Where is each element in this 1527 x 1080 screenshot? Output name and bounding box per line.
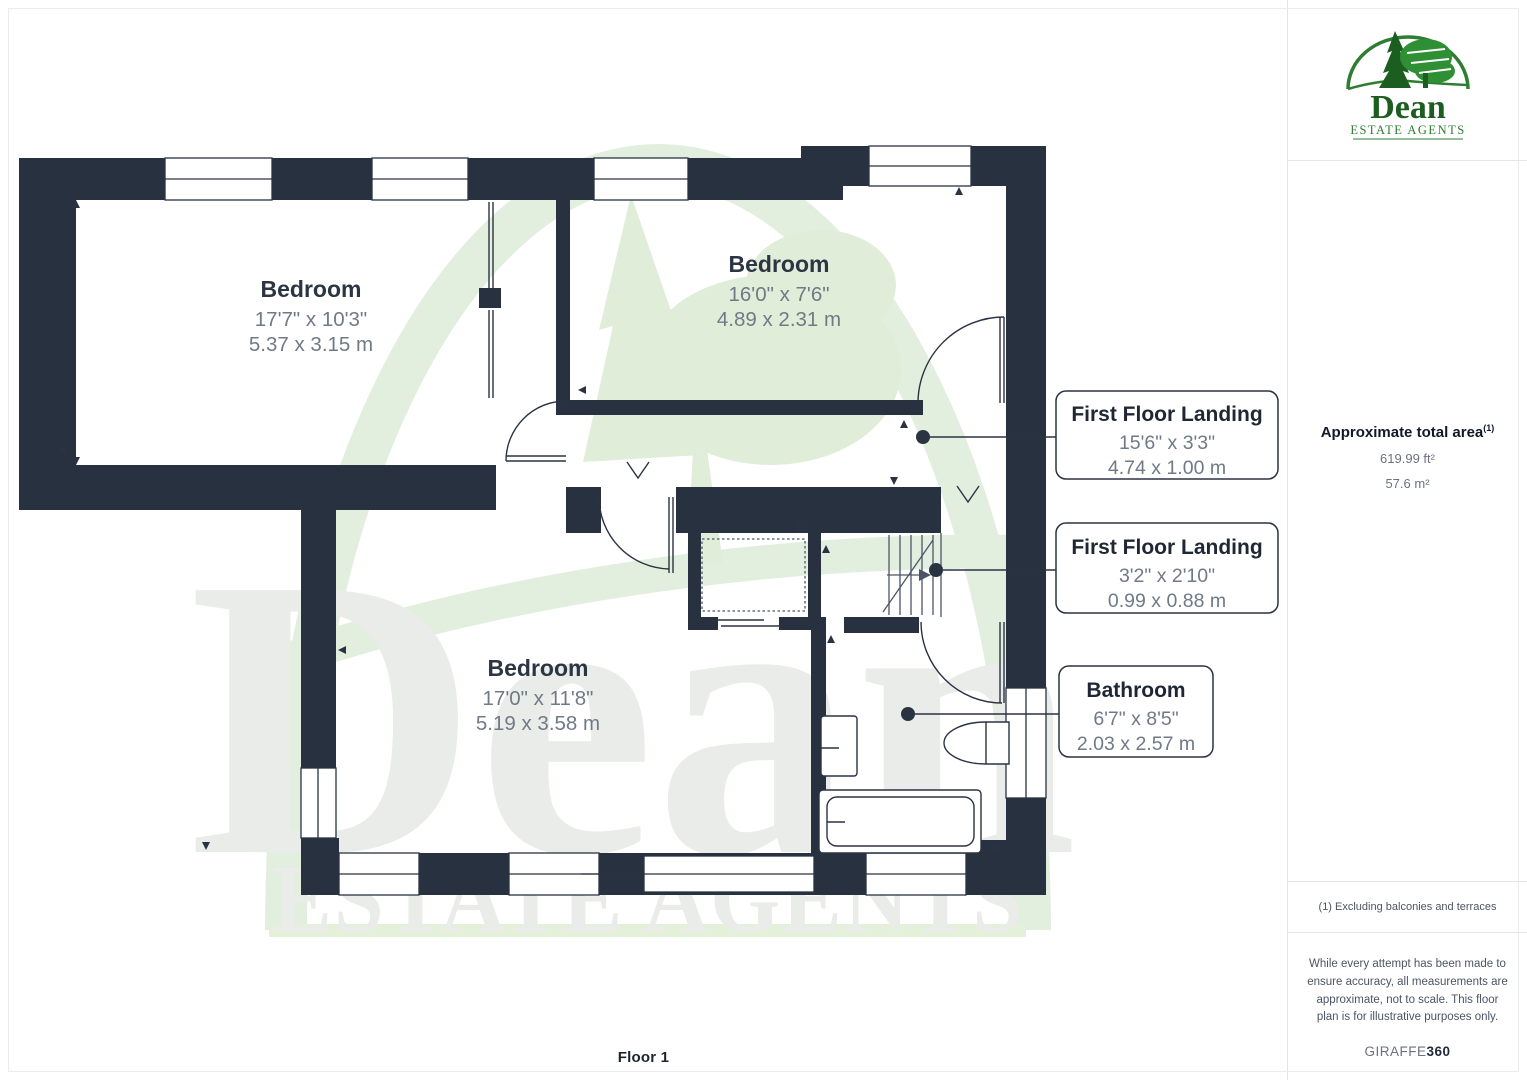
toilet-fixture <box>820 715 858 777</box>
room-labels: Bedroom 17'7" x 10'3" 5.37 x 3.15 m Bedr… <box>249 251 841 735</box>
watermark-tree <box>583 195 901 565</box>
bathtub-fixture <box>818 789 982 854</box>
watermark-hill-swoosh <box>287 534 1022 675</box>
wall-notch <box>843 186 1006 200</box>
disclaimer-text: While every attempt has been made to ens… <box>1307 958 1508 1024</box>
room-imperial: 17'7" x 10'3" <box>255 308 367 331</box>
room-name: Bedroom <box>261 276 362 302</box>
giraffe360-suffix: 360 <box>1426 1044 1451 1060</box>
logo-tagline: ESTATE AGENTS <box>1350 123 1465 137</box>
sink-fixture <box>943 721 1010 765</box>
callout-first-floor-landing-2: First Floor Landing 3'2" x 2'10" 0.99 x … <box>929 522 1279 614</box>
floor-label: Floor 1 <box>617 1049 670 1066</box>
watermark-green-bar <box>269 924 1026 937</box>
measure-arrows <box>58 187 1003 852</box>
giraffe360-brand: GIRAFFE360 <box>1305 1044 1510 1059</box>
dean-estate-agents-logo: Dean ESTATE AGENTS <box>1345 31 1470 140</box>
footnote: (1) Excluding balconies and terraces <box>1288 881 1527 932</box>
callout-dot <box>901 707 915 721</box>
callout-title: First Floor Landing <box>1071 403 1262 426</box>
room-imperial: 17'0" x 11'8" <box>483 687 594 710</box>
callout-title: First Floor Landing <box>1071 536 1262 559</box>
disclaimer-section: While every attempt has been made to ens… <box>1288 932 1527 1080</box>
room-name: Bedroom <box>729 251 830 277</box>
room-metric: 4.89 x 2.31 m <box>717 308 841 331</box>
opening-chevron-down <box>626 461 650 480</box>
area-title-text: Approximate total area <box>1320 424 1484 441</box>
area-section: Approximate total area(1) 619.99 ft² 57.… <box>1288 161 1527 881</box>
callout-first-floor-landing-1: First Floor Landing 15'6" x 3'3" 4.74 x … <box>916 390 1279 480</box>
floorplan-svg: Dean ESTATE AGENTS <box>19 144 1279 952</box>
sidebar: Dean ESTATE AGENTS Approximate total are… <box>1287 0 1527 1080</box>
area-imperial: 619.99 ft² <box>1380 451 1435 466</box>
callout-imperial: 6'7" x 8'5" <box>1093 708 1178 730</box>
room-label-bedroom-2: Bedroom 16'0" x 7'6" 4.89 x 2.31 m <box>717 251 841 331</box>
doors <box>488 202 1005 704</box>
opening-chevron-down <box>956 485 980 504</box>
floorplan-page: Dean ESTATE AGENTS <box>19 144 1279 1066</box>
logo-ground-curve <box>1347 79 1468 91</box>
cupboard <box>701 538 806 612</box>
logo-section: Dean ESTATE AGENTS <box>1288 0 1527 161</box>
room-metric: 5.19 x 3.58 m <box>476 712 600 735</box>
callout-dot <box>916 430 930 444</box>
callout-bathroom: Bathroom 6'7" x 8'5" 2.03 x 2.57 m <box>901 665 1214 758</box>
radiator <box>581 855 815 893</box>
logo-tree-icon <box>1378 31 1455 88</box>
stairs <box>882 533 942 617</box>
callout-metric: 0.99 x 0.88 m <box>1108 590 1226 612</box>
giraffe360-name: GIRAFFE <box>1364 1044 1427 1060</box>
room-name: Bedroom <box>488 655 589 681</box>
area-metric: 57.6 m² <box>1385 476 1430 491</box>
callout-imperial: 3'2" x 2'10" <box>1119 565 1215 587</box>
room-metric: 5.37 x 3.15 m <box>249 333 373 356</box>
callouts: First Floor Landing 15'6" x 3'3" 4.74 x … <box>901 390 1279 758</box>
callout-dot <box>929 563 943 577</box>
logo-name: Dean <box>1370 89 1446 126</box>
room-label-bedroom-3: Bedroom 17'0" x 11'8" 5.19 x 3.58 m <box>476 655 600 735</box>
callout-metric: 2.03 x 2.57 m <box>1077 733 1195 755</box>
callout-metric: 4.74 x 1.00 m <box>1108 457 1226 479</box>
callout-imperial: 15'6" x 3'3" <box>1119 432 1215 454</box>
callout-title: Bathroom <box>1086 679 1185 702</box>
area-title: Approximate total area(1) <box>1288 423 1527 441</box>
logo-dome-arc <box>1345 35 1470 90</box>
room-imperial: 16'0" x 7'6" <box>728 283 829 306</box>
area-footnote-marker: (1) <box>1483 423 1495 433</box>
room-label-bedroom-1: Bedroom 17'7" x 10'3" 5.37 x 3.15 m <box>249 276 373 356</box>
